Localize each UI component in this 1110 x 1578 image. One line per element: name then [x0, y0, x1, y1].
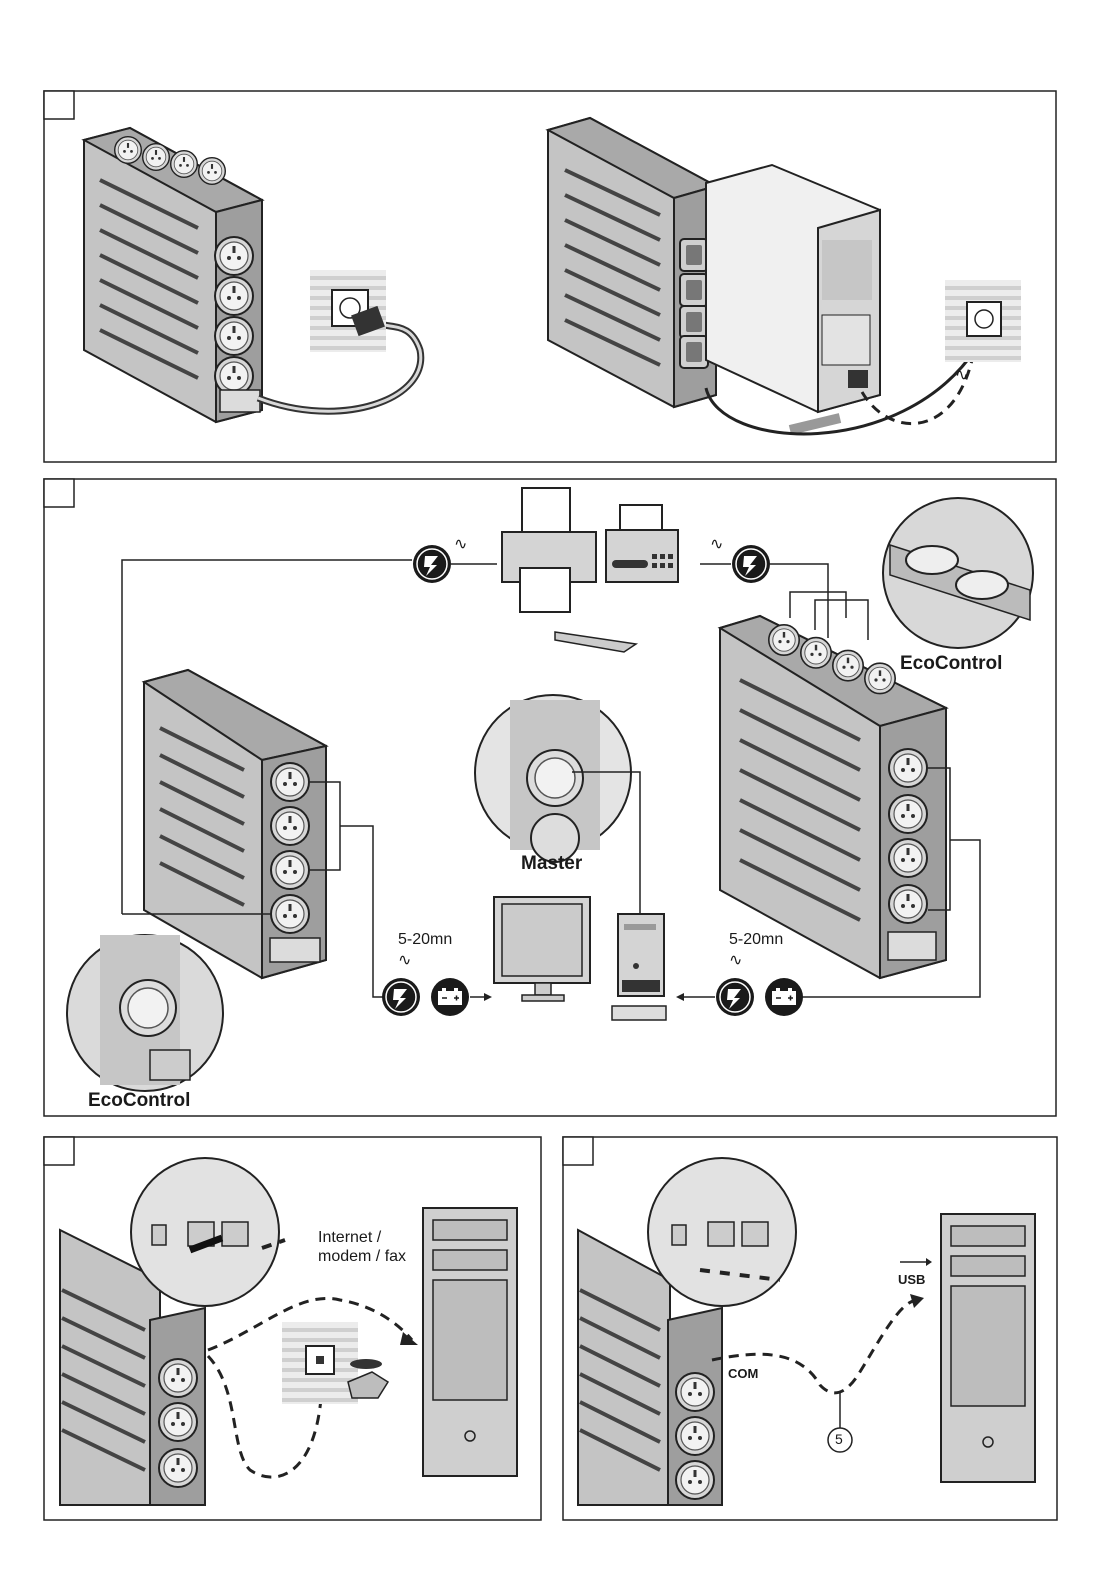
network-port-zoom [131, 1158, 279, 1306]
panel-1 [44, 91, 1056, 462]
battery-icon [431, 978, 469, 1016]
tilde-symbol: ∿ [729, 950, 742, 970]
panel-4 [563, 1137, 1057, 1520]
tilde-symbol: ∿ [955, 365, 968, 385]
step-box-3 [44, 1137, 74, 1165]
wall-socket-1 [310, 270, 386, 352]
master-label: Master [521, 853, 582, 875]
ecocontrol-label-left: EcoControl [88, 1090, 190, 1112]
com-label: COM [728, 1366, 758, 1381]
com-port-zoom [648, 1158, 796, 1306]
step-number: 5 [835, 1431, 843, 1447]
surge-icon [382, 978, 420, 1016]
tilde-symbol: ∿ [710, 534, 723, 554]
step-box-4 [563, 1137, 593, 1165]
surge-icon [716, 978, 754, 1016]
panel-2 [44, 479, 1056, 1116]
usb-label: USB [898, 1272, 925, 1287]
tilde-symbol: ∿ [398, 950, 411, 970]
surge-icon [732, 545, 770, 583]
delay-label-left: 5-20mn [398, 931, 452, 949]
ecocontrol-label-right: EcoControl [900, 653, 1002, 675]
tilde-symbol: ∿ [454, 534, 467, 554]
surge-icon [413, 545, 451, 583]
internet-modem-fax-label: Internet / modem / fax [318, 1228, 406, 1266]
panel-3 [44, 1137, 541, 1520]
ecocontrol-zoom-left [67, 935, 223, 1091]
step-box-1 [44, 91, 74, 119]
ecocontrol-zoom-right [883, 498, 1033, 648]
battery-icon [765, 978, 803, 1016]
delay-label-right: 5-20mn [729, 931, 783, 949]
computer-tower-4 [941, 1214, 1035, 1482]
computer-tower-3 [423, 1208, 517, 1476]
step-box-2 [44, 479, 74, 507]
phone-wall-socket [282, 1322, 358, 1404]
wall-socket-2 [945, 280, 1021, 362]
